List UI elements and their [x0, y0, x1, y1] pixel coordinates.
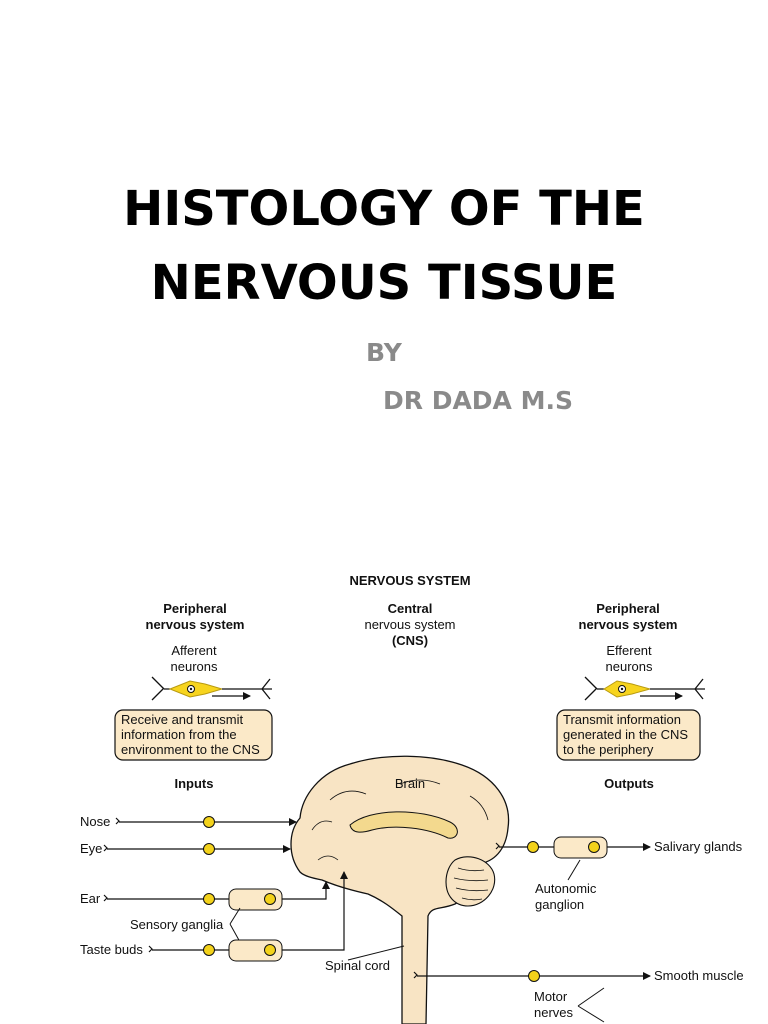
afferent-description-box [114, 709, 273, 761]
title-line-1: HISTOLOGY OF THE [123, 181, 645, 237]
efferent-line-1: Efferent [606, 643, 652, 658]
author-name: DR DADA M.S [383, 386, 573, 415]
input-taste-buds: Taste buds [80, 942, 143, 957]
motor-nerves-line-2: nerves [534, 1005, 574, 1020]
left-header-line-1: Peripheral [163, 601, 227, 616]
efferent-box-line-3: to the periphery [563, 742, 654, 757]
output-salivary-glands: Salivary glands [654, 839, 743, 854]
input-ear: Ear [80, 891, 101, 906]
input-eye: Eye [80, 841, 102, 856]
title-line-2: NERVOUS TISSUE [150, 255, 618, 311]
brain-illustration [290, 755, 510, 1024]
output-smooth-muscle: Smooth muscle [654, 968, 744, 983]
center-header-line-2: nervous system [364, 617, 455, 632]
motor-nerves-line-1: Motor [534, 989, 568, 1004]
efferent-line-2: neurons [606, 659, 653, 674]
subtitle-by: BY [366, 338, 402, 367]
nervous-system-diagram: NERVOUS SYSTEM Peripheral nervous system… [80, 573, 744, 1024]
input-nose: Nose [80, 814, 110, 829]
output-pathways: Salivary glands Autonomic ganglion Smoot… [413, 836, 744, 1023]
afferent-box-line-3: environment to the CNS [121, 742, 260, 757]
inputs-label: Inputs [175, 776, 214, 791]
efferent-box-line-2: generated in the CNS [563, 727, 688, 742]
autonomic-ganglion-line-1: Autonomic [535, 881, 597, 896]
center-header-line-1: Central [388, 601, 433, 616]
efferent-neuron-icon [584, 676, 705, 701]
afferent-box-line-2: information from the [121, 727, 237, 742]
afferent-box-line-1: Receive and transmit [121, 712, 243, 727]
left-header-line-2: nervous system [146, 617, 245, 632]
afferent-line-1: Afferent [171, 643, 217, 658]
spinal-cord-label: Spinal cord [325, 958, 390, 973]
efferent-description-box [556, 709, 701, 761]
center-header-line-3: (CNS) [392, 633, 428, 648]
afferent-line-2: neurons [171, 659, 218, 674]
right-header-line-2: nervous system [579, 617, 678, 632]
brain-label: Brain [395, 776, 425, 791]
efferent-box-line-1: Transmit information [563, 712, 681, 727]
slide-title: HISTOLOGY OF THE NERVOUS TISSUE [0, 172, 768, 320]
afferent-neuron-icon [151, 676, 272, 701]
right-header-line-1: Peripheral [596, 601, 660, 616]
autonomic-ganglion-line-2: ganglion [535, 897, 584, 912]
sensory-ganglia-label: Sensory ganglia [130, 917, 224, 932]
diagram-heading: NERVOUS SYSTEM [349, 573, 470, 588]
outputs-label: Outputs [604, 776, 654, 791]
input-pathways: Nose Eye Ear Sensory ganglia Taste buds [80, 814, 348, 962]
